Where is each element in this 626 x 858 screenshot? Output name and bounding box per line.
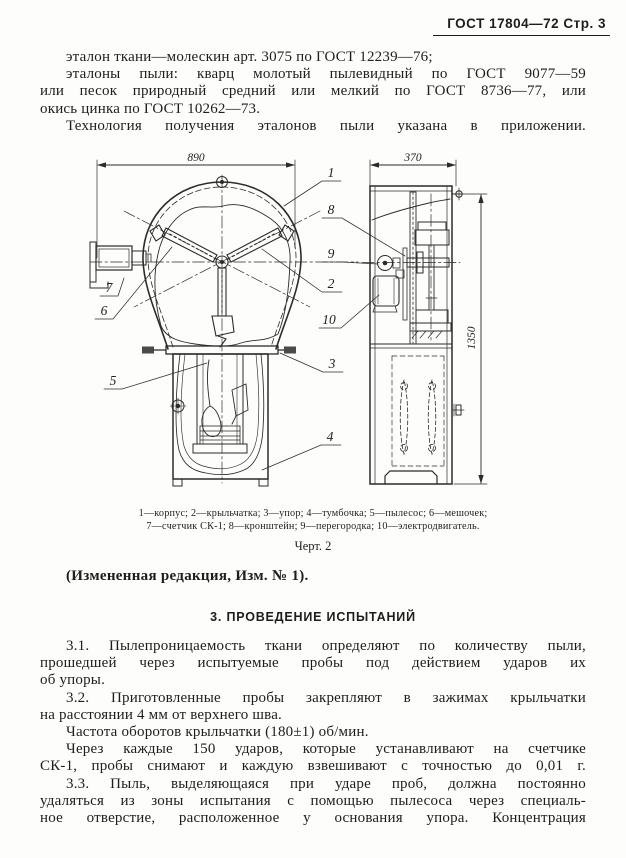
callout-6: 6 bbox=[101, 303, 108, 318]
impeller-hub bbox=[215, 255, 229, 269]
callout-8: 8 bbox=[328, 202, 335, 217]
figure-caption: Черт. 2 bbox=[294, 539, 332, 554]
body-line: Частота оборотов крыльчатки (180±1) об/м… bbox=[66, 724, 369, 741]
gost-number: ГОСТ 17804—72 Стр. 3 bbox=[433, 16, 610, 36]
figure-legend-line-1: 1—корпус; 2—крыльчатка; 3—упор; 4—тумбоч… bbox=[138, 508, 488, 520]
page-header: ГОСТ 17804—72 Стр. 3 bbox=[0, 0, 626, 36]
section-heading: 3. ПРОВЕДЕНИЕ ИСПЫТАНИЙ bbox=[210, 610, 416, 625]
body-line: на расстоянии 4 мм от верхнего шва. bbox=[40, 706, 283, 723]
body-line: об упоры. bbox=[40, 672, 106, 689]
body-line: Через каждые 150 ударов, которые устанав… bbox=[66, 741, 586, 758]
callout-9: 9 bbox=[328, 246, 335, 261]
callout-7: 7 bbox=[106, 280, 114, 295]
dim-890: 890 bbox=[187, 152, 205, 164]
pulley bbox=[377, 255, 393, 272]
callout-1: 1 bbox=[328, 165, 335, 180]
intro-line: или песок природный средний или мелкий п… bbox=[40, 83, 586, 100]
callout-5: 5 bbox=[110, 373, 117, 388]
figure-legend-line-2: 7—счетчик СК-1; 8—кронштейн; 9—перегород… bbox=[146, 520, 480, 532]
cabinet-front bbox=[172, 353, 269, 480]
callout-10: 10 bbox=[322, 312, 336, 327]
front-view bbox=[89, 174, 359, 487]
callout-4: 4 bbox=[327, 429, 334, 444]
deflector-flap bbox=[231, 383, 249, 417]
intro-line: окись цинка по ГОСТ 10262—73. bbox=[40, 100, 261, 117]
callout-2: 2 bbox=[328, 276, 335, 291]
figure-area: 890 370 1350 bbox=[0, 148, 626, 504]
counter-device bbox=[89, 241, 152, 289]
intro-line: Технология получения эталонов пыли указа… bbox=[66, 117, 586, 134]
callouts: 1 8 9 2 10 7 6 5 3 4 bbox=[94, 165, 406, 471]
callout-3: 3 bbox=[328, 356, 336, 371]
body-line: СК-1, пробы снимают и каждую взвешивают … bbox=[40, 758, 586, 775]
intro-line: эталоны пыли: кварц молотый пылевидный п… bbox=[66, 66, 586, 83]
vacuum-hose bbox=[201, 359, 222, 438]
side-view bbox=[361, 185, 465, 485]
body-line: 3.2. Приготовленные пробы закрепляют в з… bbox=[66, 689, 586, 706]
cabinet-side bbox=[369, 185, 453, 485]
dim-370: 370 bbox=[403, 152, 422, 164]
figure-legend: 1—корпус; 2—крыльчатка; 3—упор; 4—тумбоч… bbox=[0, 508, 626, 533]
impeller bbox=[149, 224, 295, 348]
top-bolt bbox=[216, 176, 228, 189]
body-line: 3.3. Пыль, выделяющаяся при ударе проб, … bbox=[66, 775, 586, 792]
body-line: 3.1. Пылепроницаемость ткани определяют … bbox=[66, 638, 586, 655]
technical-drawing: 890 370 1350 bbox=[89, 152, 488, 487]
intro-paragraph: эталон ткани—молескин арт. 3075 по ГОСТ … bbox=[40, 49, 586, 135]
dimensions: 890 370 1350 bbox=[96, 152, 488, 485]
dim-1350: 1350 bbox=[466, 326, 478, 349]
body-line: прошедшей через испытуемые пробы под дей… bbox=[40, 655, 586, 672]
body-line: удаляться из зоны испытания с помощью пы… bbox=[40, 792, 586, 809]
section-body: 3.1. Пылепроницаемость ткани определяют … bbox=[40, 638, 586, 827]
amendment-note: (Измененная редакция, Изм. № 1). bbox=[66, 568, 309, 585]
body-line: ное отверстие, расположенное у основания… bbox=[40, 810, 586, 827]
intro-line: эталон ткани—молескин арт. 3075 по ГОСТ … bbox=[66, 49, 433, 65]
electric-motor bbox=[372, 275, 400, 307]
